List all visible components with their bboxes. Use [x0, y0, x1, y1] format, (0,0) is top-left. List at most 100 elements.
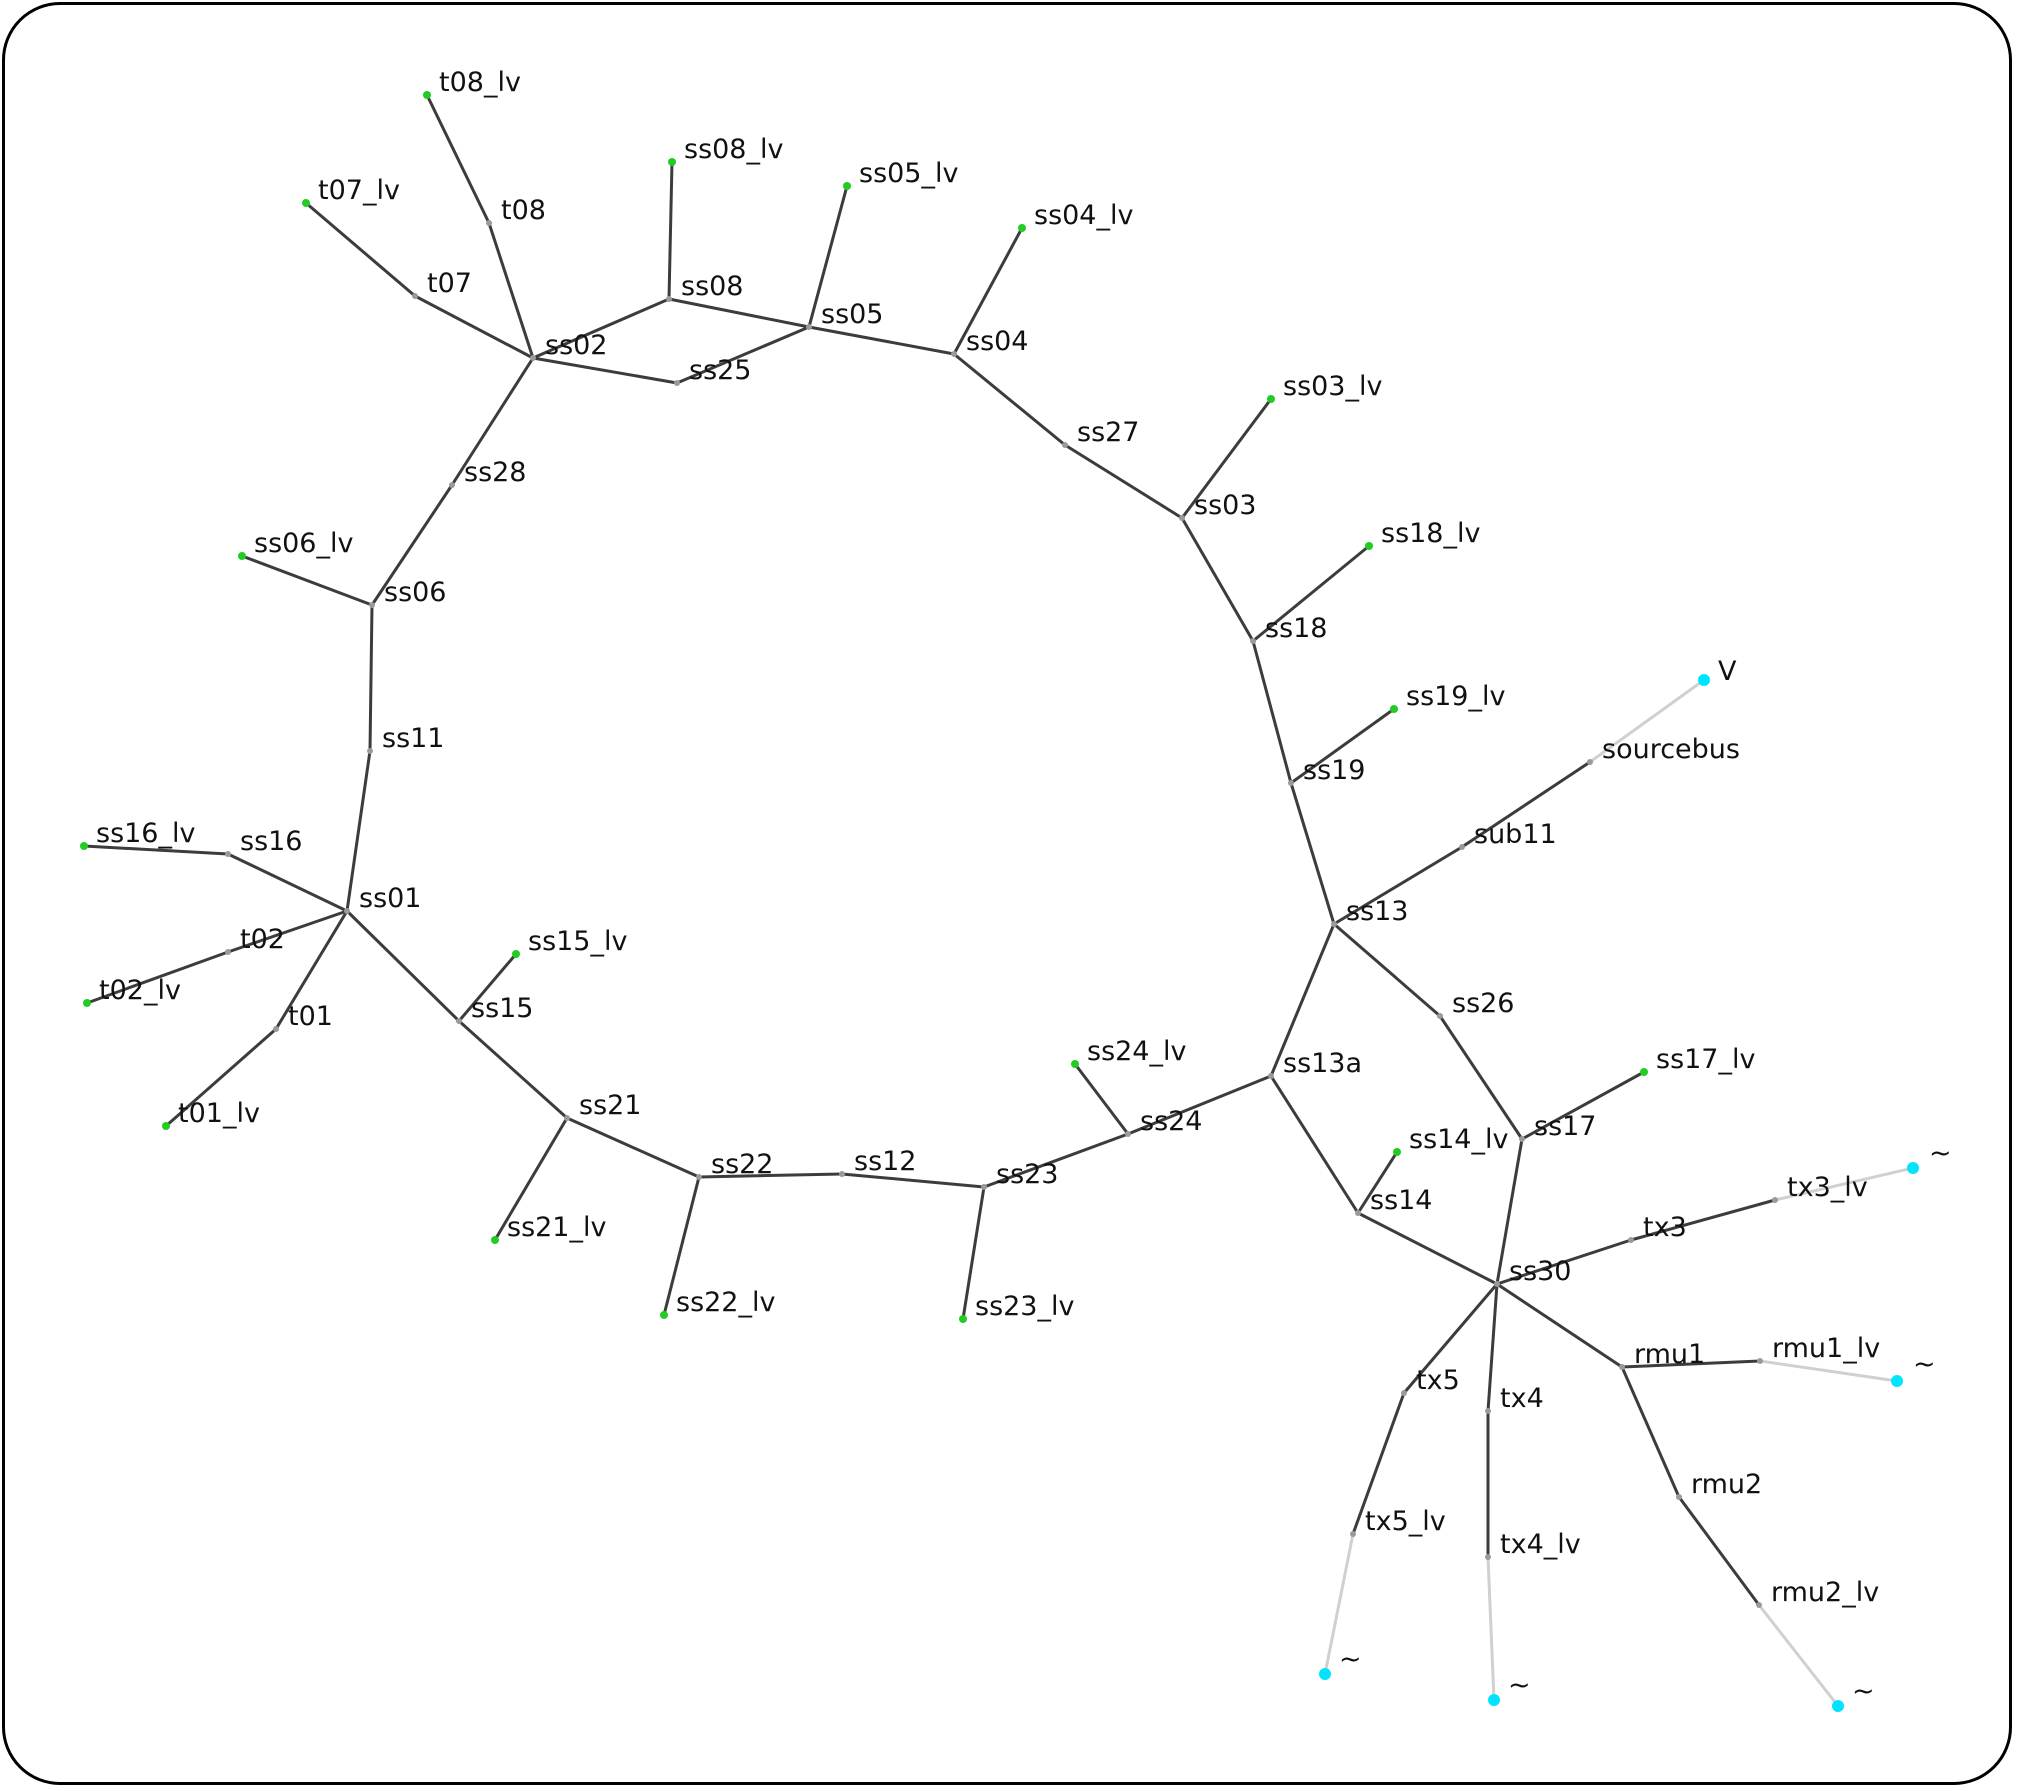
- node-ss08_lv[interactable]: [668, 158, 676, 166]
- node-ss05[interactable]: [806, 324, 812, 330]
- node-label-V: V: [1718, 656, 1737, 687]
- node-sub11[interactable]: [1459, 844, 1465, 850]
- node-t08_lv[interactable]: [423, 91, 431, 99]
- node-ss04_lv[interactable]: [1018, 224, 1026, 232]
- node-label-t08_lv: t08_lv: [439, 67, 521, 98]
- node-rmu2_lv[interactable]: [1756, 1602, 1762, 1608]
- node-ss18_lv[interactable]: [1365, 542, 1373, 550]
- node-tx5_lv[interactable]: [1350, 1531, 1356, 1537]
- node-label-ss08: ss08: [681, 271, 744, 302]
- node-label-ss21_lv: ss21_lv: [507, 1212, 606, 1243]
- node-ss01[interactable]: [344, 908, 350, 914]
- node-ss16_lv[interactable]: [80, 842, 88, 850]
- node-t01_lv[interactable]: [162, 1122, 170, 1130]
- node-ss16[interactable]: [225, 851, 231, 857]
- node-label-ss04: ss04: [966, 326, 1029, 357]
- node-tx4_lv[interactable]: [1485, 1554, 1491, 1560]
- edge-ss28-ss06: [370, 484, 454, 606]
- node-ss25[interactable]: [674, 380, 680, 386]
- node-ss17_lv[interactable]: [1640, 1068, 1648, 1076]
- node-label-ss18: ss18: [1265, 613, 1328, 644]
- node-ss22_lv[interactable]: [660, 1311, 668, 1319]
- node-ss12[interactable]: [839, 1171, 845, 1177]
- node-label-sourcebus: sourcebus: [1602, 734, 1740, 765]
- node-label-src_tx5: ~: [1339, 1644, 1362, 1675]
- node-ss06[interactable]: [369, 602, 375, 608]
- node-ss21_lv[interactable]: [491, 1236, 499, 1244]
- node-ss30[interactable]: [1494, 1281, 1500, 1287]
- node-ss06_lv[interactable]: [238, 552, 246, 560]
- node-sourcebus[interactable]: [1587, 759, 1593, 765]
- node-src_tx3[interactable]: [1907, 1162, 1919, 1174]
- node-src_rmu2[interactable]: [1832, 1700, 1844, 1712]
- node-label-t07: t07: [427, 268, 472, 299]
- node-V[interactable]: [1698, 674, 1710, 686]
- node-tx5[interactable]: [1401, 1390, 1407, 1396]
- edge-t07_lv-t07: [305, 201, 416, 298]
- edge-ss24-ss13a: [1127, 1074, 1272, 1136]
- node-src_rmu1[interactable]: [1891, 1375, 1903, 1387]
- edge-ss02-ss25: [532, 356, 678, 385]
- node-label-src_rmu2: ~: [1852, 1676, 1875, 1707]
- node-ss26[interactable]: [1437, 1013, 1443, 1019]
- node-ss28[interactable]: [449, 482, 455, 488]
- node-label-ss27: ss27: [1077, 417, 1140, 448]
- node-label-ss03: ss03: [1194, 490, 1257, 521]
- node-label-ss23: ss23: [996, 1159, 1059, 1190]
- node-label-ss12: ss12: [854, 1146, 917, 1177]
- edge-ss14_lv-ss14: [1356, 1151, 1399, 1214]
- node-label-ss03_lv: ss03_lv: [1283, 371, 1382, 402]
- node-ss04[interactable]: [951, 351, 957, 357]
- node-ss03_lv[interactable]: [1267, 395, 1275, 403]
- node-ss13a[interactable]: [1268, 1073, 1274, 1079]
- node-rmu1_lv[interactable]: [1757, 1358, 1763, 1364]
- node-ss24[interactable]: [1125, 1131, 1131, 1137]
- node-rmu1[interactable]: [1619, 1364, 1625, 1370]
- node-ss23_lv[interactable]: [959, 1315, 967, 1323]
- node-ss14[interactable]: [1355, 1210, 1361, 1216]
- edge-ss13a-ss14: [1269, 1075, 1360, 1214]
- edge-ss03-ss18: [1180, 517, 1255, 642]
- node-t07[interactable]: [412, 293, 418, 299]
- node-ss19[interactable]: [1288, 780, 1294, 786]
- edge-sub11-sourcebus: [1461, 760, 1591, 849]
- node-ss19_lv[interactable]: [1390, 705, 1398, 713]
- node-ss27[interactable]: [1062, 442, 1068, 448]
- node-ss21[interactable]: [564, 1115, 570, 1121]
- edge-ss22_lv-ss22: [662, 1176, 701, 1316]
- node-label-ss15_lv: ss15_lv: [528, 926, 627, 957]
- node-t08[interactable]: [486, 220, 492, 226]
- node-ss24_lv[interactable]: [1071, 1060, 1079, 1068]
- node-t01[interactable]: [273, 1026, 279, 1032]
- node-src_tx5[interactable]: [1319, 1668, 1331, 1680]
- edge-layer: [83, 94, 1914, 1707]
- node-ss03[interactable]: [1179, 515, 1185, 521]
- node-t02_lv[interactable]: [83, 999, 91, 1007]
- node-ss11[interactable]: [367, 748, 373, 754]
- node-label-ss06_lv: ss06_lv: [254, 528, 353, 559]
- node-label-ss14: ss14: [1370, 1185, 1433, 1216]
- node-ss02[interactable]: [530, 355, 536, 361]
- node-ss17[interactable]: [1519, 1136, 1525, 1142]
- node-ss08[interactable]: [666, 296, 672, 302]
- node-rmu2[interactable]: [1676, 1494, 1682, 1500]
- node-ss22[interactable]: [696, 1174, 702, 1180]
- node-ss15[interactable]: [456, 1018, 462, 1024]
- node-tx4[interactable]: [1485, 1408, 1491, 1414]
- node-ss05_lv[interactable]: [843, 182, 851, 190]
- node-tx3_lv[interactable]: [1772, 1197, 1778, 1203]
- node-tx3[interactable]: [1628, 1237, 1634, 1243]
- node-t02[interactable]: [225, 949, 231, 955]
- node-label-src_tx4: ~: [1508, 1670, 1531, 1701]
- node-ss13[interactable]: [1331, 921, 1337, 927]
- node-ss14_lv[interactable]: [1393, 1148, 1401, 1156]
- node-src_tx4[interactable]: [1488, 1694, 1500, 1706]
- node-ss15_lv[interactable]: [512, 950, 520, 958]
- node-ss18[interactable]: [1250, 638, 1256, 644]
- node-label-ss14_lv: ss14_lv: [1409, 1124, 1508, 1155]
- node-ss23[interactable]: [981, 1184, 987, 1190]
- node-label-ss21: ss21: [579, 1090, 642, 1121]
- node-label-ss25: ss25: [689, 355, 752, 386]
- node-t07_lv[interactable]: [302, 199, 310, 207]
- node-label-src_rmu1: ~: [1913, 1349, 1936, 1380]
